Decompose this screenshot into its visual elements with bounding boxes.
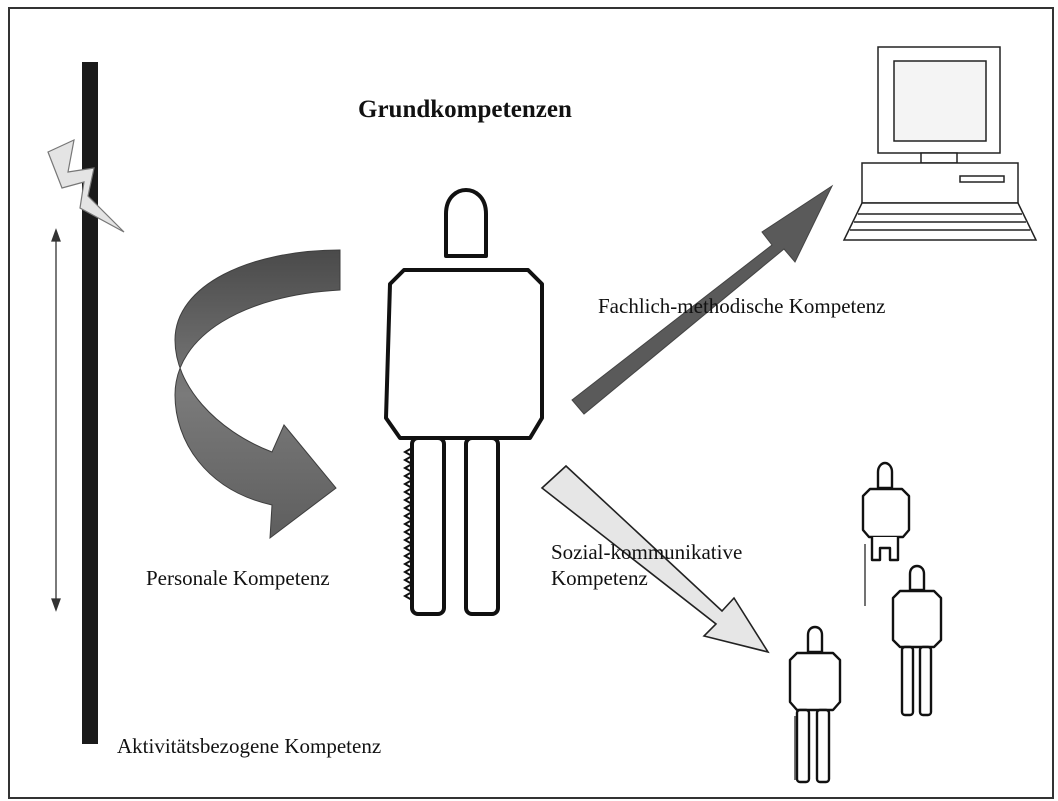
computer-icon xyxy=(842,46,1038,241)
sozial-label-line1: Sozial-kommunikative xyxy=(551,540,743,564)
personal-label: Personale Kompetenz xyxy=(146,566,330,590)
small-person-icon xyxy=(891,564,943,717)
diagram-title: Grundkompetenzen xyxy=(358,96,572,123)
small-person-shadow xyxy=(794,544,866,780)
small-person-icon xyxy=(861,461,911,562)
fachlich-label: Fachlich-methodische Kompetenz xyxy=(598,294,886,318)
sozial-label-line2: Kompetenz xyxy=(551,566,648,590)
aktivitaet-label: Aktivitätsbezogene Kompetenz xyxy=(117,734,382,758)
fachlich-arrow xyxy=(571,184,834,415)
sozial-arrow xyxy=(540,464,770,654)
person-icon xyxy=(384,188,544,616)
person-jagged-edge xyxy=(402,447,415,601)
small-person-icon xyxy=(788,625,842,784)
frame xyxy=(8,7,1054,799)
activity-bar xyxy=(82,62,98,744)
lightning-icon xyxy=(47,138,125,233)
personal-curved-arrow xyxy=(174,249,341,540)
range-double-arrow xyxy=(51,228,61,612)
